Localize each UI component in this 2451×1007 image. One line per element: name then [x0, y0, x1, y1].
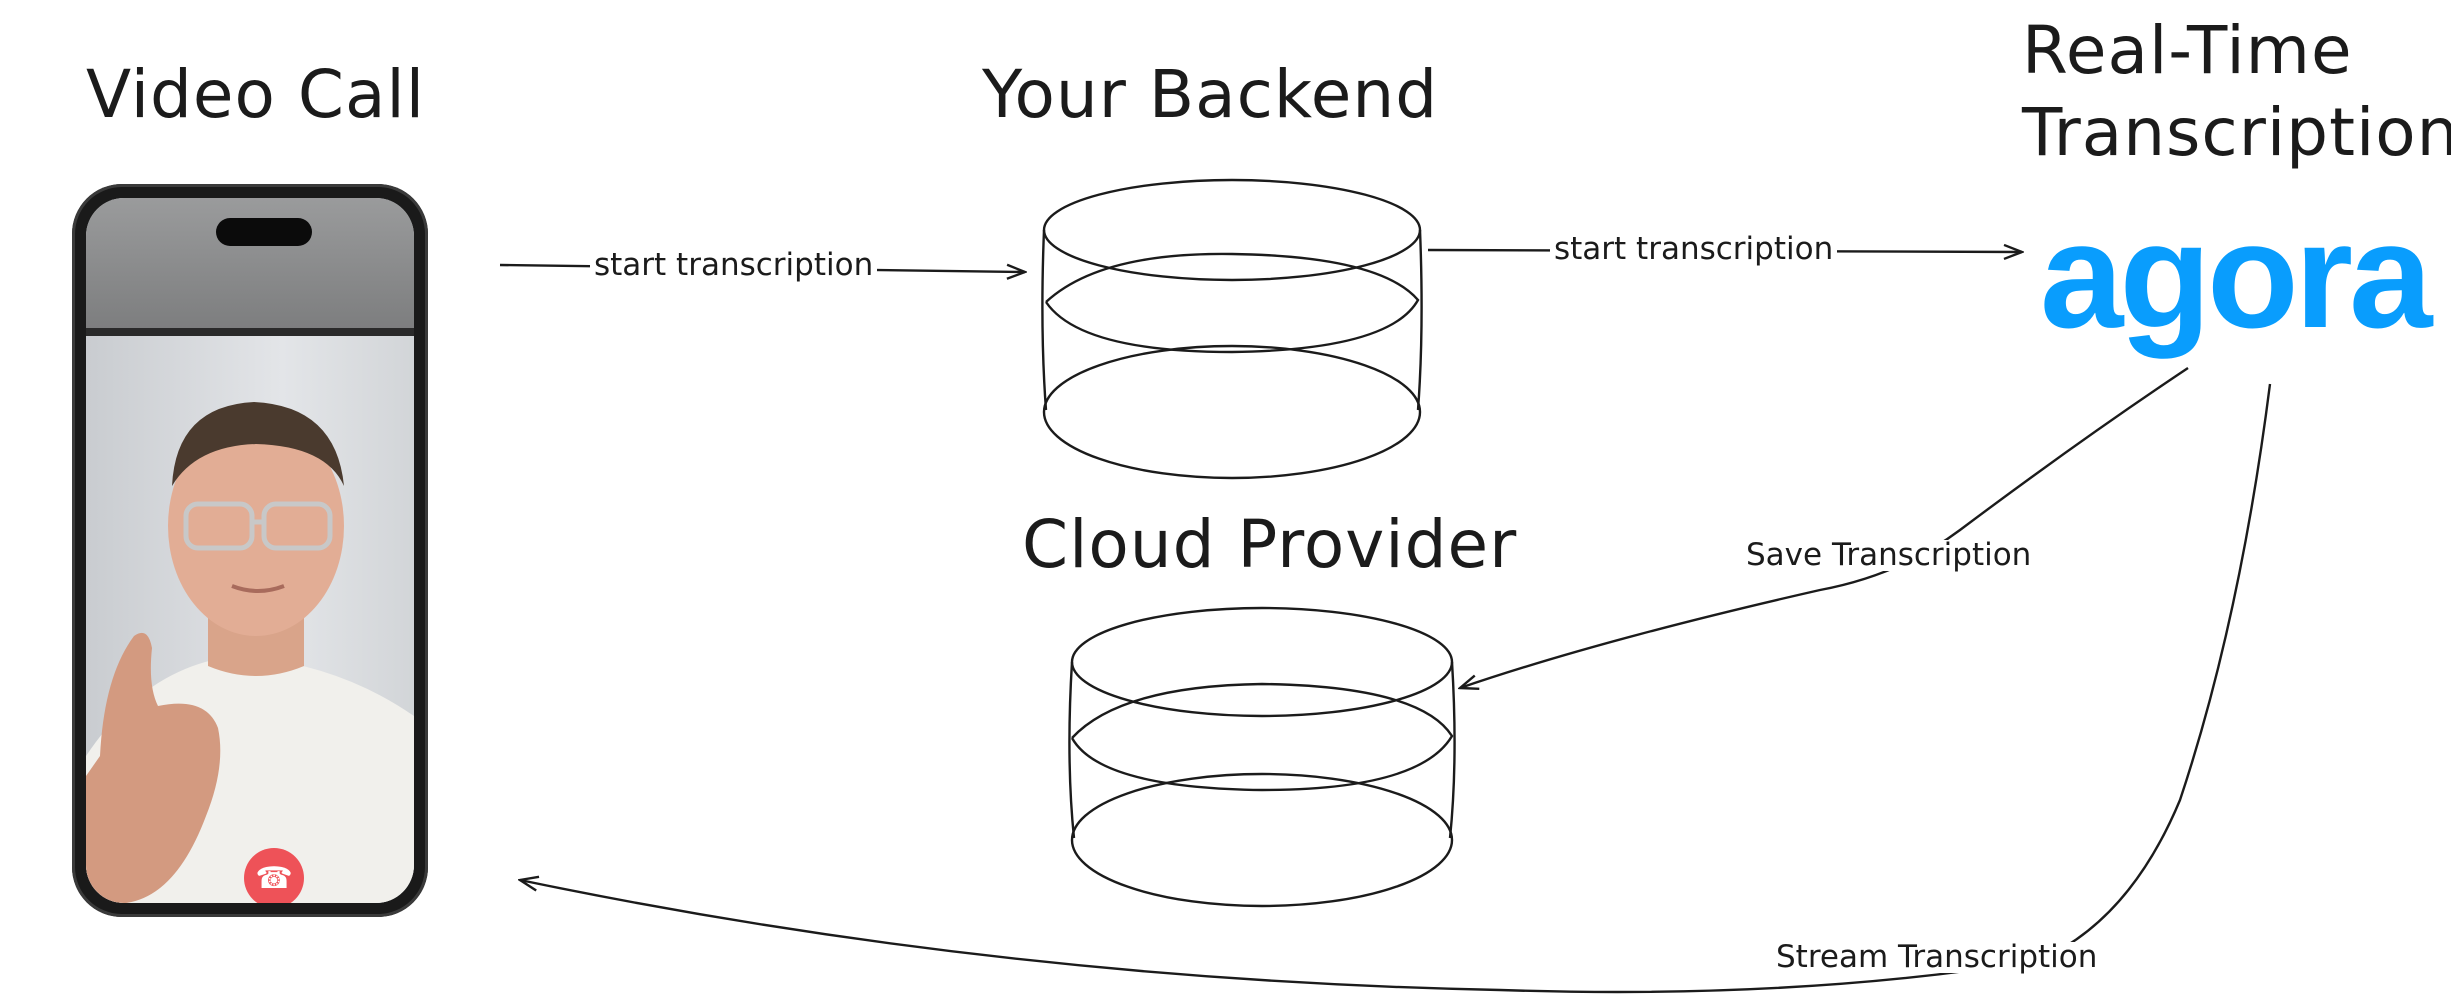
label-start-transcription-1: start transcription: [590, 250, 878, 281]
cloud-provider-title: Cloud Provider: [1022, 506, 1518, 583]
dynamic-island: [216, 218, 312, 246]
phone-screen: ☎: [86, 198, 414, 903]
backend-database: [1041, 178, 1423, 480]
cloud-database: [1068, 606, 1456, 908]
label-save-transcription: Save Transcription: [1742, 540, 2036, 571]
video-call-title: Video Call: [86, 56, 426, 133]
hangup-button[interactable]: ☎: [244, 848, 304, 903]
caller-video-person: [86, 402, 414, 903]
agora-logo: agora: [2040, 191, 2432, 359]
phone-video-call: ☎: [72, 184, 428, 917]
realtime-title-line1: Real-Time: [2022, 12, 2353, 89]
phone-hangup-icon: ☎: [255, 860, 293, 896]
realtime-title-line2: Transcription: [2022, 94, 2451, 171]
label-start-transcription-2: start transcription: [1550, 234, 1838, 265]
arrow-stream: [520, 383, 2272, 994]
arrow-save: [1460, 367, 2189, 688]
label-stream-transcription: Stream Transcription: [1772, 942, 2102, 973]
backend-title: Your Backend: [982, 56, 1439, 133]
